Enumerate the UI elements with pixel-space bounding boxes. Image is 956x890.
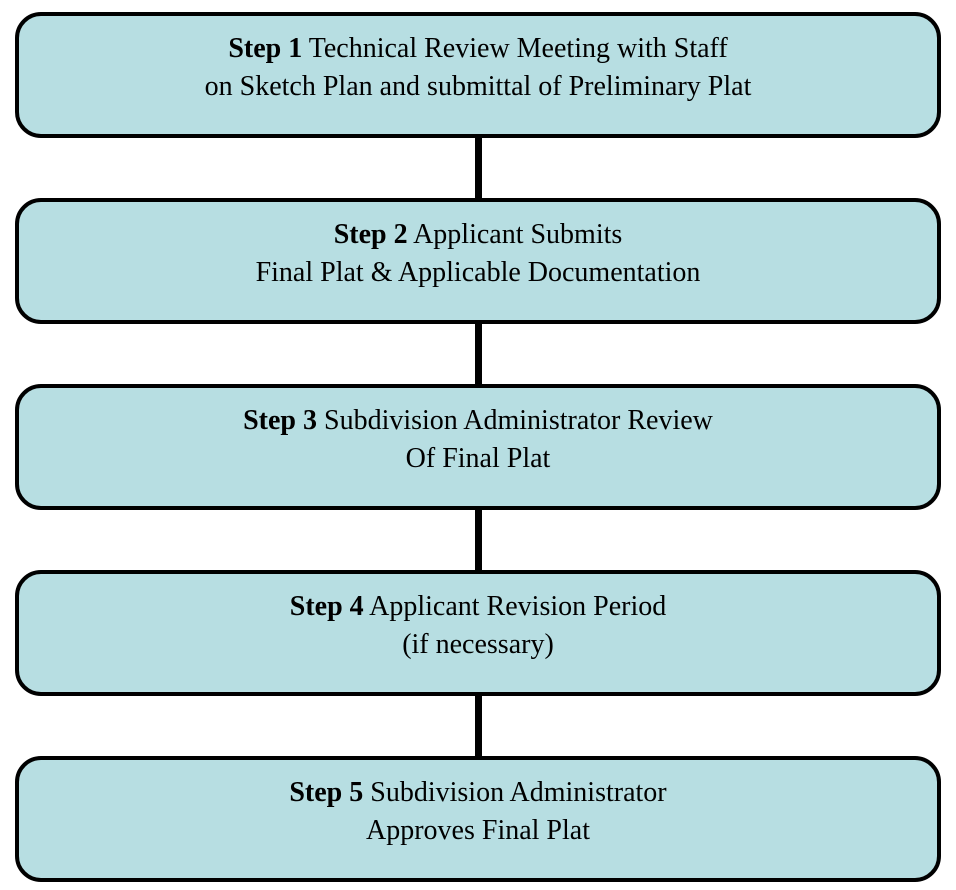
step-3-title: Subdivision Administrator Review — [317, 405, 713, 436]
step-5-title: Subdivision Administrator — [363, 777, 667, 808]
connector-3-4 — [0, 510, 956, 570]
flow-step-3-line2: Of Final Plat — [405, 443, 551, 474]
flow-step-1-box: Step 1 Technical Review Meeting with Sta… — [15, 12, 941, 138]
connector-3-4-line — [474, 510, 482, 570]
connector-4-5 — [0, 696, 956, 756]
flow-step-4-line1: Step 4 Applicant Revision Period — [19, 588, 937, 626]
step-3-label: Step 3 — [243, 405, 317, 436]
step-1-title: Technical Review Meeting with Staff — [302, 33, 728, 64]
connector-2-3 — [0, 324, 956, 384]
flow-step-1-line1: Step 1 Technical Review Meeting with Sta… — [19, 30, 937, 68]
flow-step-2-line1: Step 2 Applicant Submits — [19, 216, 937, 254]
flow-step-2-box: Step 2 Applicant Submits Final Plat & Ap… — [15, 198, 941, 324]
flow-step-3-line1: Step 3 Subdivision Administrator Review — [19, 402, 937, 440]
flow-step-4-box: Step 4 Applicant Revision Period (if nec… — [15, 570, 941, 696]
connector-4-5-line — [474, 696, 482, 756]
flow-step-3-box: Step 3 Subdivision Administrator Review … — [15, 384, 941, 510]
step-4-title: Applicant Revision Period — [363, 591, 667, 622]
step-2-label: Step 2 — [333, 219, 408, 250]
step-2-title: Applicant Submits — [407, 219, 623, 250]
flow-step-5-box: Step 5 Subdivision Administrator Approve… — [15, 756, 941, 882]
flow-step-5-line2: Approves Final Plat — [366, 815, 590, 846]
connector-1-2 — [0, 138, 956, 198]
flow-step-4-line2: (if necessary) — [402, 629, 554, 660]
connector-2-3-line — [474, 324, 482, 384]
step-4-label: Step 4 — [289, 591, 364, 622]
flow-step-2-line2: Final Plat & Applicable Documentation — [255, 257, 701, 288]
flow-step-5-line1: Step 5 Subdivision Administrator — [19, 774, 937, 812]
flow-step-1-line2: on Sketch Plan and submittal of Prelimin… — [204, 71, 752, 102]
connector-1-2-line — [474, 138, 482, 198]
step-1-label: Step 1 — [228, 33, 303, 64]
step-5-label: Step 5 — [289, 777, 364, 808]
